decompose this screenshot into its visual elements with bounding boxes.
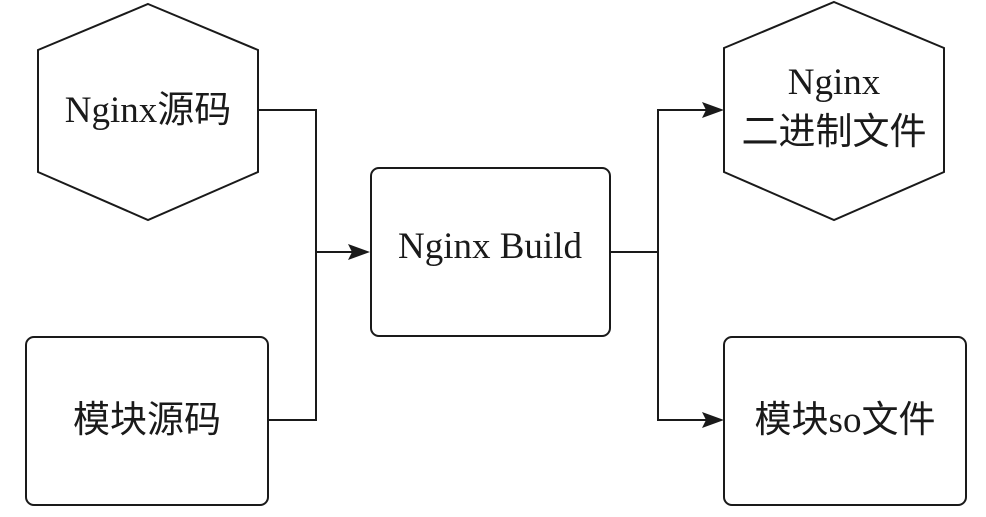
arrowhead-into-binary <box>702 102 724 118</box>
rect-shape <box>25 336 269 506</box>
hexagon-shape <box>723 0 945 222</box>
node-nginx-build-label: Nginx Build <box>398 226 582 267</box>
node-nginx-binary-label-line1: Nginx <box>788 62 881 103</box>
rect-shape <box>370 167 611 337</box>
node-module-so: 模块so文件 <box>723 336 967 506</box>
connector-module-source-to-build <box>268 252 317 421</box>
node-nginx-build: Nginx Build <box>370 167 611 337</box>
connector-nginx-source-to-build <box>258 109 358 253</box>
arrowhead-into-build <box>348 244 370 260</box>
connector-build-to-binary <box>657 109 712 252</box>
hexagon-shape <box>37 2 259 222</box>
rect-shape <box>723 336 967 506</box>
node-nginx-source: Nginx源码 <box>37 2 259 222</box>
arrowhead-into-module-so <box>702 412 724 428</box>
node-module-source-label: 模块源码 <box>73 399 221 441</box>
node-module-source: 模块源码 <box>25 336 269 506</box>
node-module-so-label: 模块so文件 <box>755 399 936 441</box>
connector-build-to-module-so <box>657 252 712 421</box>
node-nginx-source-label: Nginx源码 <box>65 90 232 131</box>
node-nginx-binary-label-line2: 二进制文件 <box>742 111 927 153</box>
node-nginx-binary: Nginx 二进制文件 <box>723 0 945 222</box>
